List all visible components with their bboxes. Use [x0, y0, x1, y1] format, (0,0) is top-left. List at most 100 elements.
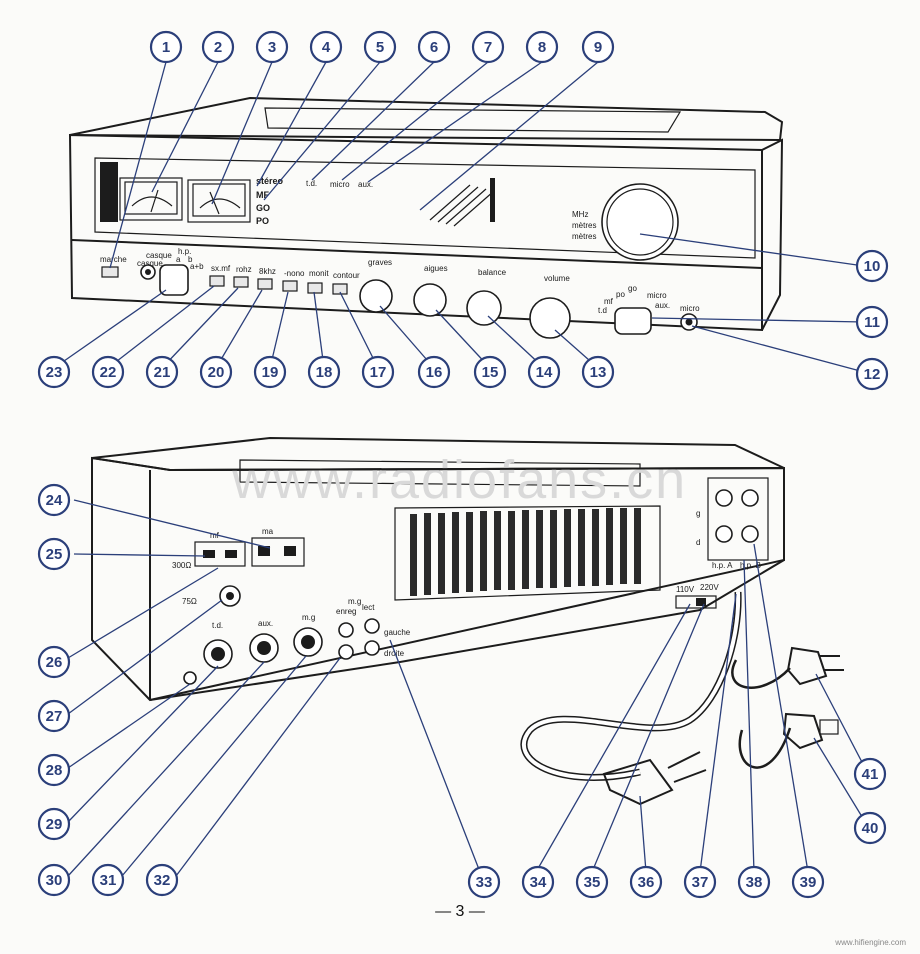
callout-24: 24 — [37, 483, 71, 517]
tape-play-right[interactable] — [364, 640, 380, 656]
rear-leaders — [67, 499, 865, 877]
front-receiver-drawing: stéreo MF GO PO t.d. micro aux. MHz mètr… — [68, 96, 784, 339]
rear-receiver-drawing: www.radiofans.cn — [91, 436, 844, 806]
callout-40: 40 — [853, 811, 887, 845]
source-selector[interactable] — [614, 307, 652, 335]
label-mf: MF — [256, 190, 269, 200]
svg-text:22: 22 — [100, 364, 117, 381]
svg-text:21: 21 — [154, 364, 171, 381]
svg-text:41: 41 — [862, 766, 879, 783]
label-po2: po — [616, 290, 625, 299]
speaker-b-right[interactable] — [741, 525, 759, 543]
callout-10: 10 — [855, 249, 889, 283]
bass-knob[interactable] — [359, 279, 393, 313]
svg-text:6: 6 — [430, 39, 438, 56]
label-enreg: enreg — [336, 607, 356, 616]
tape-rec-right[interactable] — [338, 644, 354, 660]
callout-6: 6 — [417, 30, 451, 64]
button-rohz[interactable] — [233, 276, 249, 288]
label-po: PO — [256, 216, 269, 226]
label-mg-rear: m.g — [302, 613, 315, 622]
voltage-selector[interactable] — [675, 595, 717, 609]
label-d: d — [696, 538, 700, 547]
label-td2: t.d — [598, 306, 607, 315]
label-a: a — [176, 255, 181, 264]
button-8khz[interactable] — [257, 278, 273, 290]
credit-text: www.hifiengine.com — [835, 938, 906, 947]
label-aux-rear: aux. — [258, 619, 273, 628]
svg-text:9: 9 — [594, 39, 602, 56]
speaker-a-right[interactable] — [715, 525, 733, 543]
svg-text:30: 30 — [46, 872, 63, 889]
callout-22: 22 — [91, 355, 125, 389]
antenna-fm-block[interactable] — [194, 541, 246, 567]
label-aux: aux. — [358, 180, 373, 189]
label-gauche: gauche — [384, 628, 411, 637]
button-contour[interactable] — [332, 283, 348, 295]
page-number: — 3 — — [435, 903, 485, 920]
label-g: g — [696, 509, 700, 518]
callout-34: 34 — [521, 865, 555, 899]
callout-5: 5 — [363, 30, 397, 64]
svg-text:18: 18 — [316, 364, 333, 381]
svg-text:24: 24 — [46, 492, 63, 509]
antenna-am-block[interactable] — [251, 537, 305, 567]
label-b: b — [188, 255, 193, 264]
callout-4: 4 — [309, 30, 343, 64]
label-8khz: 8khz — [259, 267, 276, 276]
balance-knob[interactable] — [466, 290, 502, 326]
callout-13: 13 — [581, 355, 615, 389]
callout-28: 28 — [37, 753, 71, 787]
label-stereo: stéreo — [256, 176, 284, 186]
svg-text:11: 11 — [864, 314, 880, 331]
label-td: t.d. — [306, 179, 317, 188]
tape-rec-left[interactable] — [338, 622, 354, 638]
power-button[interactable] — [101, 266, 119, 278]
svg-text:27: 27 — [46, 708, 63, 725]
ground-terminal[interactable] — [183, 671, 197, 685]
speaker-a-left[interactable] — [715, 489, 733, 507]
label-droite: droite — [384, 649, 405, 658]
callout-11: 11 — [855, 305, 889, 339]
callout-31: 31 — [91, 863, 125, 897]
treble-knob[interactable] — [413, 283, 447, 317]
label-td-rear: t.d. — [212, 621, 223, 630]
callout-33: 33 — [467, 865, 501, 899]
svg-text:19: 19 — [262, 364, 279, 381]
tape-play-left[interactable] — [364, 618, 380, 634]
label-casque: casque — [146, 251, 172, 260]
svg-text:29: 29 — [46, 816, 63, 833]
svg-text:20: 20 — [208, 364, 225, 381]
svg-text:37: 37 — [692, 874, 709, 891]
label-110v: 110V — [676, 585, 695, 594]
callout-7: 7 — [471, 30, 505, 64]
svg-text:7: 7 — [484, 39, 492, 56]
svg-text:34: 34 — [530, 874, 547, 891]
label-mf-rear: mf — [210, 531, 220, 540]
callout-21: 21 — [145, 355, 179, 389]
callout-1: 1 — [149, 30, 183, 64]
label-mhz: MHz — [572, 210, 588, 219]
svg-text:23: 23 — [46, 364, 63, 381]
label-hpa: h.p. A — [712, 561, 733, 570]
callout-38: 38 — [737, 865, 771, 899]
label-sxmf: sx.mf — [211, 264, 231, 273]
svg-text:5: 5 — [376, 39, 384, 56]
label-aux2: aux. — [655, 301, 670, 310]
callout-9: 9 — [581, 30, 615, 64]
button-mono[interactable] — [282, 280, 298, 292]
svg-text:3: 3 — [268, 39, 276, 56]
button-sxmf[interactable] — [209, 275, 225, 287]
button-monit[interactable] — [307, 282, 323, 294]
callout-27: 27 — [37, 699, 71, 733]
speaker-b-left[interactable] — [741, 489, 759, 507]
speaker-selector[interactable] — [159, 264, 189, 296]
callout-30: 30 — [37, 863, 71, 897]
callout-18: 18 — [307, 355, 341, 389]
svg-text:10: 10 — [864, 258, 881, 275]
callout-25: 25 — [37, 537, 71, 571]
callout-26: 26 — [37, 645, 71, 679]
label-casque-2: casque — [137, 259, 163, 268]
callout-2: 2 — [201, 30, 235, 64]
volume-knob[interactable] — [529, 297, 571, 339]
